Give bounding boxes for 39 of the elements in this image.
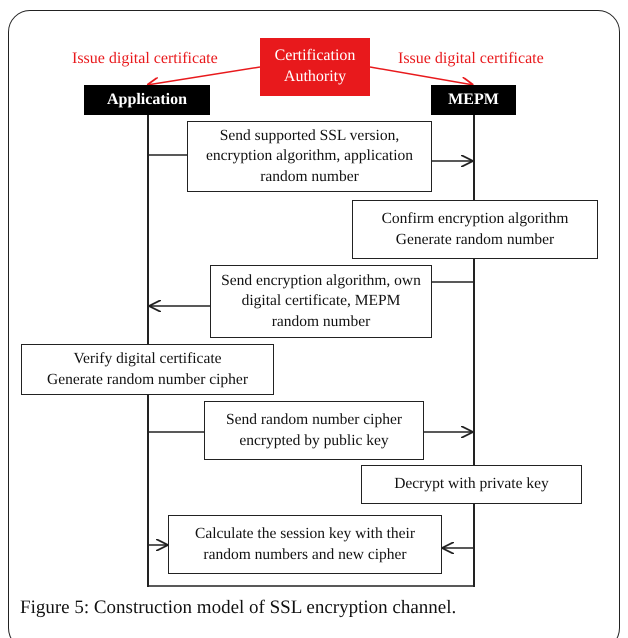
- line: [432, 281, 473, 283]
- step-text: Generate random number cipher: [47, 370, 248, 390]
- message-arrow: [149, 538, 169, 552]
- step-text: Verify digital certificate: [73, 349, 222, 370]
- line: [149, 154, 187, 156]
- step-box: [210, 265, 432, 338]
- figure-caption: Figure 5: Construction model of SSL encryption channel.: [20, 597, 456, 619]
- step-text: MEPM: [448, 90, 499, 110]
- step-box: [361, 465, 582, 504]
- step-text: Send supported SSL version, encryption algorithm, application random number: [204, 126, 414, 187]
- step-text: Decrypt with private key: [394, 474, 549, 494]
- authority-box: [260, 38, 370, 96]
- lifeline: [147, 395, 149, 587]
- step-box: [352, 200, 598, 259]
- step-text: Certification Authority: [274, 46, 356, 87]
- lifeline: [473, 504, 475, 587]
- edge-label: Issue digital certificate: [70, 50, 220, 68]
- lifeline: [147, 115, 149, 344]
- participant-box: [431, 85, 516, 115]
- participant-box: [84, 85, 210, 115]
- step-text: Calculate the session key with their random numbers and new cipher: [194, 524, 416, 564]
- step-text: Send encryption algorithm, own digital certificate, MEPM random number: [220, 271, 422, 332]
- step-text: Confirm encryption algorithm: [382, 209, 568, 230]
- message-arrow: [441, 541, 473, 555]
- step-box: [187, 121, 432, 192]
- step-text: Application: [106, 90, 187, 110]
- step-box: [168, 515, 442, 574]
- message-arrow: [148, 299, 210, 313]
- step-box: [204, 401, 424, 460]
- message-arrow: [424, 425, 474, 439]
- edge-label: Issue digital certificate: [396, 50, 546, 68]
- line: [149, 585, 473, 587]
- lifeline: [473, 115, 475, 200]
- line: [149, 431, 204, 433]
- step-box: [21, 344, 274, 395]
- lifeline: [473, 259, 475, 465]
- message-arrow: [432, 154, 474, 168]
- step-text: Send random number cipher encrypted by public key: [224, 410, 404, 450]
- step-text: Generate random number: [396, 230, 554, 250]
